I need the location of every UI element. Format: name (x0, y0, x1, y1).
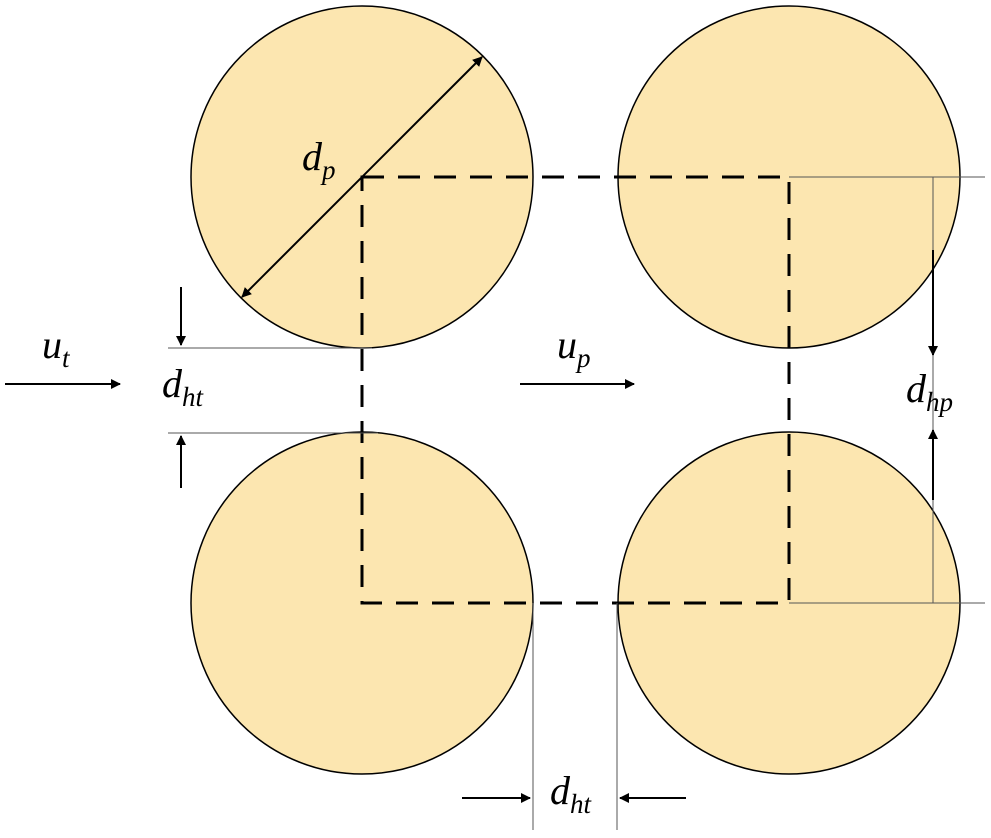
arrows (5, 56, 938, 803)
label-throat-gap-bottom: dht (550, 768, 593, 819)
label-throat-gap-left: dht (162, 361, 205, 412)
diameter-arrow (241, 56, 483, 298)
label-pore-gap-right: dhp (906, 366, 953, 417)
unit-cell-dashed-square (360, 175, 791, 605)
label-throat-velocity: ut (42, 322, 71, 373)
label-particle-diameter: dp (302, 134, 336, 185)
guide-lines (168, 176, 985, 830)
label-pore-velocity: up (557, 322, 591, 373)
